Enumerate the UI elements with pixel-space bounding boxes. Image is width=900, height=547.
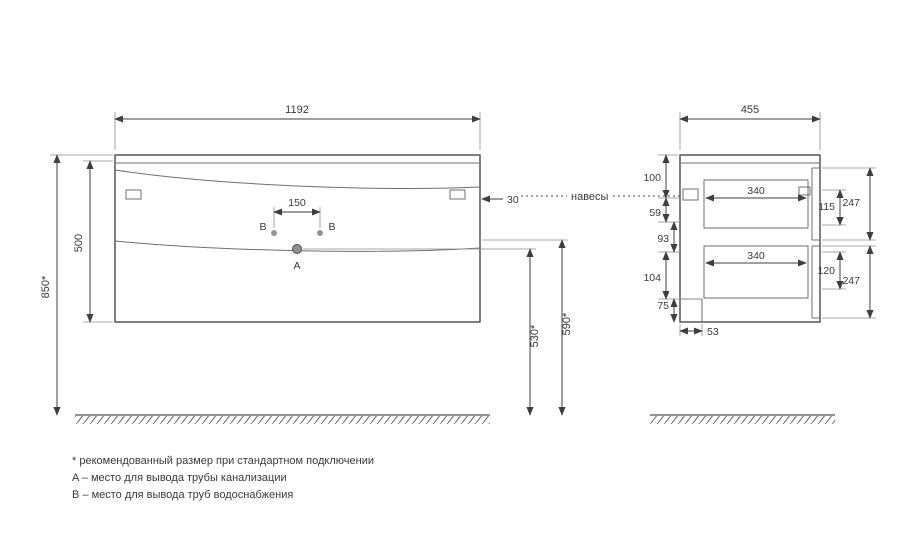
footnote-b-water: B – место для вывода труб водоснабжения — [72, 489, 293, 501]
dim-outlet-height: 590* — [561, 312, 573, 335]
hangers-label: навесы — [571, 191, 609, 203]
label-b-right: B — [328, 221, 335, 233]
dim-side-53: 53 — [707, 326, 719, 338]
side-cabinet-outline — [679, 154, 821, 323]
dim-side-depth: 455 — [741, 104, 759, 116]
dim-side-120: 120 — [817, 265, 835, 277]
dim-hanger-offset: 30 — [507, 194, 519, 206]
dim-side-75: 75 — [657, 300, 669, 312]
front-hanger-left — [125, 189, 142, 200]
point-b-left — [271, 230, 277, 236]
dim-side-247-top: 247 — [842, 197, 860, 209]
dim-front-body-height: 500 — [73, 234, 85, 252]
dim-front-total-height: 850* — [40, 275, 52, 298]
front-cabinet-outline — [114, 154, 481, 323]
dim-b-spacing: 150 — [288, 197, 306, 209]
point-a-drain — [292, 244, 302, 254]
side-drawer-top-box — [703, 179, 809, 229]
front-hanger-right — [449, 189, 466, 200]
front-basin-curve — [114, 169, 481, 189]
ground-side — [650, 414, 835, 424]
footnote-recommended-size: * рекомендованный размер при стандартном… — [72, 455, 374, 467]
side-hanger — [682, 188, 699, 201]
dim-drawer-top-depth: 340 — [747, 185, 765, 197]
dim-side-93: 93 — [657, 233, 669, 245]
footnote-a-drain: A – место для вывода трубы канализации — [72, 472, 287, 484]
side-drawer-bottom-box — [703, 245, 809, 299]
front-drawer-divider-curve — [114, 240, 481, 252]
front-view-dimensions: 1192 850* 500 150 B B A 30 навесы 530* 5… — [40, 104, 681, 416]
dim-drain-height: 530* — [529, 324, 541, 347]
front-view — [114, 154, 481, 323]
dim-side-247-bottom: 247 — [842, 275, 860, 287]
side-view-dimensions: 455 100 59 93 104 75 340 340 115 120 — [643, 104, 876, 338]
dim-side-115: 115 — [818, 201, 835, 213]
side-view — [679, 154, 821, 323]
dim-side-59: 59 — [649, 207, 661, 219]
dim-side-100: 100 — [643, 172, 661, 184]
label-a: A — [293, 260, 300, 272]
dim-drawer-bottom-depth: 340 — [747, 250, 765, 262]
dim-side-104: 104 — [643, 272, 661, 284]
dim-front-width: 1192 — [285, 104, 309, 116]
ground-front — [75, 414, 490, 424]
footnotes: * рекомендованный размер при стандартном… — [72, 455, 374, 501]
label-b-left: B — [259, 221, 266, 233]
point-b-right — [317, 230, 323, 236]
